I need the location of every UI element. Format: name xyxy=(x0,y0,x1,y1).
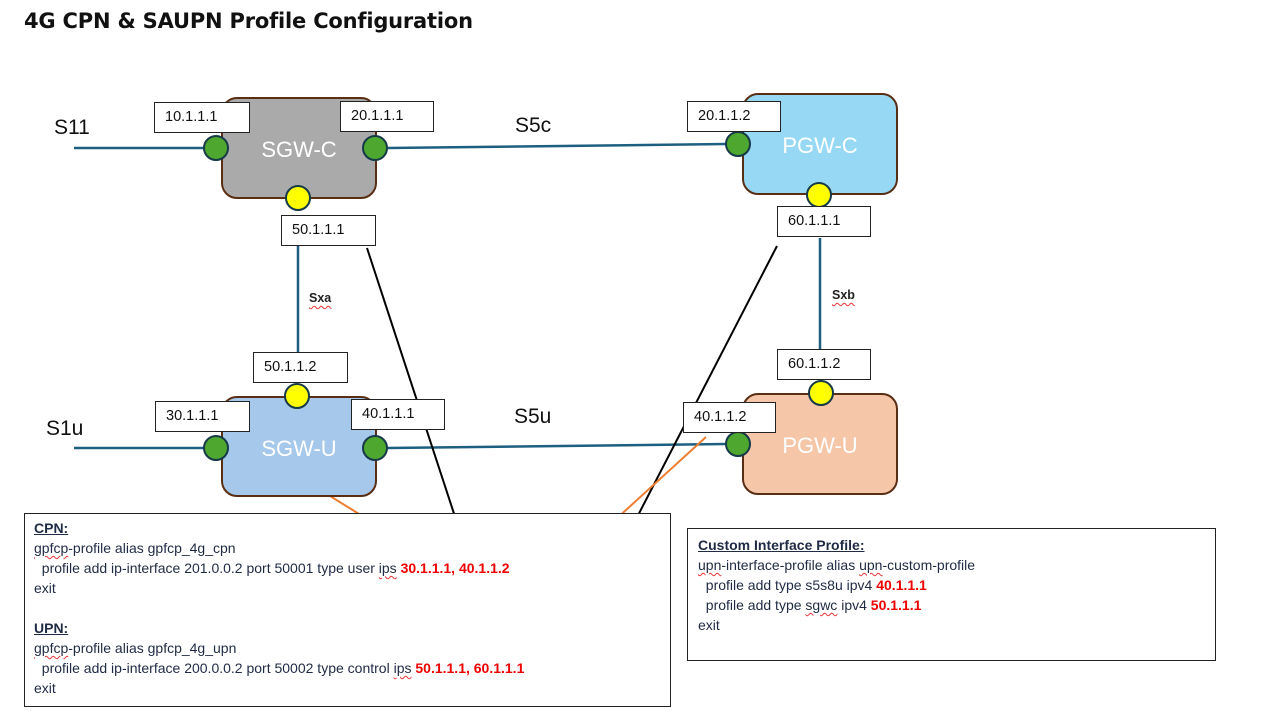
pgw-c-sxb-port[interactable] xyxy=(806,182,832,208)
upn-line-2: profile add ip-interface 200.0.0.2 port … xyxy=(34,658,670,678)
sgw-u-sxa-port[interactable] xyxy=(284,383,310,409)
cpn-line-2-text: profile add ip-interface 201.0.0.2 port … xyxy=(34,560,379,576)
ip-pgw-u-sxb: 60.1.1.2 xyxy=(777,349,871,380)
cpn-upn-config-box: CPN: gpfcp-profile alias gpfcp_4g_cpn pr… xyxy=(24,513,671,707)
ip-sgw-u-s1u: 30.1.1.1 xyxy=(155,401,250,432)
upn-heading: UPN: xyxy=(34,620,69,636)
sgw-c-sxa-port[interactable] xyxy=(285,185,311,211)
custom-line-2-text: profile add type s5s8u ipv4 xyxy=(698,577,877,593)
cpn-ips-values: 30.1.1.1, 40.1.1.2 xyxy=(400,560,510,576)
upn-ips-values: 50.1.1.1, 60.1.1.1 xyxy=(415,660,525,676)
sgw-c-s11-port[interactable] xyxy=(203,135,229,161)
custom-interface-profile-box: Custom Interface Profile: upn-interface-… xyxy=(687,528,1216,661)
cpn-line-1: gpfcp-profile alias gpfcp_4g_cpn xyxy=(34,538,670,558)
cpn-line-1-rest: -profile alias gpfcp_4g_cpn xyxy=(68,540,236,556)
ip-pgw-u-s5u: 40.1.1.2 xyxy=(683,402,776,433)
s5c-label: S5c xyxy=(515,114,552,137)
upn-line-1-keyword: gpfcp xyxy=(34,640,69,656)
upn-line-1-rest: -profile alias gpfcp_4g_upn xyxy=(68,640,237,656)
custom-line-3-c: ipv4 xyxy=(837,597,871,613)
custom-exit: exit xyxy=(698,617,720,633)
page-title: 4G CPN & SAUPN Profile Configuration xyxy=(24,9,473,33)
sgw-c-s5c-port[interactable] xyxy=(362,135,388,161)
s5c-link xyxy=(387,142,727,150)
cpn-heading: CPN: xyxy=(34,520,69,536)
s5u-link xyxy=(387,442,727,450)
sgw-c-label: SGW-C xyxy=(261,137,337,162)
pgw-u-sxb-port[interactable] xyxy=(808,380,834,406)
cpn-line-2: profile add ip-interface 201.0.0.2 port … xyxy=(34,558,670,578)
s5u-label: S5u xyxy=(514,405,552,428)
upn-ips-keyword: ips xyxy=(393,660,412,676)
pgw-u-s5u-port[interactable] xyxy=(725,431,751,457)
cpn-ips-keyword: ips xyxy=(378,560,397,576)
custom-line-1: upn-interface-profile alias upn-custom-p… xyxy=(698,555,1215,575)
custom-line-3-b: sgwc xyxy=(805,597,838,613)
upn-line-1: gpfcp-profile alias gpfcp_4g_upn xyxy=(34,638,670,658)
pgw-c-label: PGW-C xyxy=(782,133,858,158)
pgw-u-label: PGW-U xyxy=(782,433,858,458)
ip-pgw-c-s5c: 20.1.1.2 xyxy=(687,101,781,132)
custom-line-3-ip: 50.1.1.1 xyxy=(870,597,922,613)
ip-sgw-c-s5c: 20.1.1.1 xyxy=(340,101,434,132)
cpn-line-1-keyword: gpfcp xyxy=(34,540,69,556)
custom-line-1-c: upn xyxy=(859,557,883,573)
sgw-u-label: SGW-U xyxy=(261,436,337,461)
upn-line-2-text: profile add ip-interface 200.0.0.2 port … xyxy=(34,660,394,676)
ip-sgw-u-s5u: 40.1.1.1 xyxy=(351,399,445,430)
sgw-u-s1u-port[interactable] xyxy=(203,435,229,461)
custom-line-3: profile add type sgwc ipv4 50.1.1.1 xyxy=(698,595,1215,615)
s11-label: S11 xyxy=(54,116,90,139)
ip-sgw-c-s11: 10.1.1.1 xyxy=(154,102,250,133)
custom-line-2: profile add type s5s8u ipv4 40.1.1.1 xyxy=(698,575,1215,595)
custom-line-3-a: profile add type xyxy=(698,597,806,613)
ip-sgw-c-sxa: 50.1.1.1 xyxy=(281,215,376,246)
s1u-label: S1u xyxy=(46,417,84,440)
ip-sgw-u-sxa: 50.1.1.2 xyxy=(253,352,348,383)
upn-exit: exit xyxy=(34,680,56,696)
sxa-label: Sxa xyxy=(309,291,332,305)
ip-pgw-c-sxb: 60.1.1.1 xyxy=(777,206,871,237)
custom-line-1-b: -interface-profile alias xyxy=(721,557,860,573)
sxb-label: Sxb xyxy=(832,288,855,302)
sgw-u-s5u-port[interactable] xyxy=(362,435,388,461)
custom-line-1-a: upn xyxy=(698,557,722,573)
custom-line-1-d: -custom-profile xyxy=(882,557,976,573)
custom-line-2-ip: 40.1.1.1 xyxy=(876,577,927,593)
cpn-exit: exit xyxy=(34,580,56,596)
custom-profile-heading: Custom Interface Profile: xyxy=(698,537,865,553)
pgw-c-s5c-port[interactable] xyxy=(725,131,751,157)
pgw-u-node[interactable]: PGW-U xyxy=(742,393,898,495)
